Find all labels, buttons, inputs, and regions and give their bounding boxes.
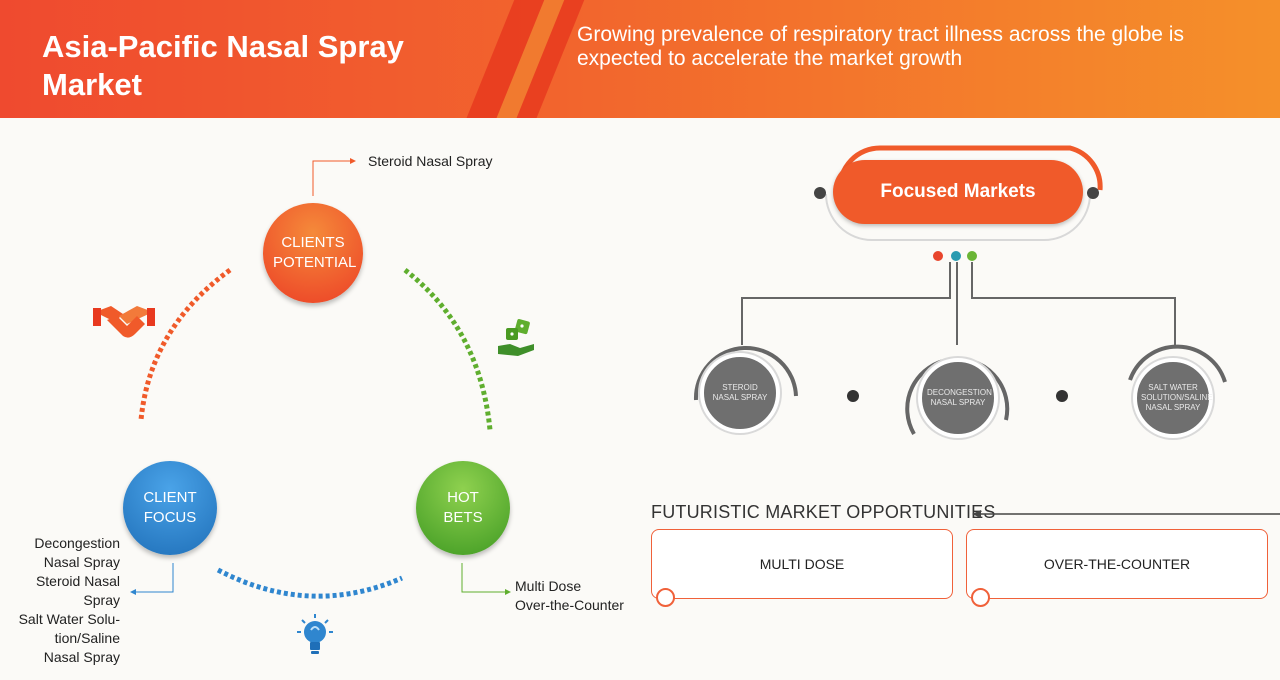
- connector-focus: [136, 563, 174, 593]
- client-focus-item: Salt Water Solu-: [18, 611, 120, 627]
- indicator-dot-green: [967, 251, 977, 261]
- client-focus-item: tion/Saline: [54, 630, 120, 646]
- focused-markets-button: Focused Markets: [833, 160, 1083, 224]
- box-ring: [656, 588, 675, 607]
- arc-bottom: [216, 567, 403, 599]
- segment-label: SALT WATER SOLUTION/SALINE NASAL SPRAY: [1141, 383, 1213, 412]
- client-focus-item: Spray: [83, 592, 120, 608]
- client-focus-item: Nasal Spray: [43, 554, 120, 570]
- client-focus-circle: CLIENT FOCUS: [123, 461, 217, 555]
- connector-hotbets: [461, 563, 505, 593]
- lightbulb-icon: [297, 614, 333, 654]
- handshake-icon: [93, 306, 155, 338]
- clients-potential-label: CLIENTS POTENTIAL: [273, 234, 357, 271]
- clients-potential-item: Steroid Nasal Spray: [368, 153, 493, 169]
- hot-bets-items: Multi Dose Over-the-Counter: [515, 577, 624, 615]
- client-focus-items: Decongestion Nasal Spray Steroid Nasal S…: [0, 534, 120, 667]
- futuristic-title: FUTURISTIC MARKET OPPORTUNITIES: [651, 502, 996, 522]
- client-focus-item: Steroid Nasal: [35, 573, 120, 589]
- cycle-connectors: [130, 158, 511, 599]
- page-subtitle: Growing prevalence of respiratory tract …: [577, 23, 1184, 70]
- opportunity-box-otc: OVER-THE-COUNTER: [966, 529, 1268, 607]
- connector-clients: [312, 160, 350, 196]
- segment-decongestion: DECONGESTION NASAL SPRAY: [918, 358, 998, 438]
- segment-label: STEROID NASAL SPRAY: [712, 383, 768, 402]
- hot-bets-item: Multi Dose: [515, 578, 582, 594]
- client-focus-label: CLIENT FOCUS: [143, 489, 197, 526]
- arc-left: [138, 267, 232, 421]
- opportunity-label: OVER-THE-COUNTER: [1043, 556, 1191, 572]
- page-title: Asia-Pacific Nasal Spray Market: [42, 29, 404, 102]
- client-focus-item: Nasal Spray: [43, 649, 120, 665]
- client-focus-item: Decongestion: [34, 535, 120, 551]
- box-ring: [971, 588, 990, 607]
- hot-bets-circle: HOT BETS: [416, 461, 510, 555]
- hot-bets-label: HOT BETS: [443, 489, 483, 526]
- dice-hand-icon: [498, 319, 534, 356]
- opportunity-label: MULTI DOSE: [759, 556, 845, 572]
- arc-right: [403, 268, 493, 431]
- futuristic-arrow: [972, 510, 1280, 518]
- indicator-dot-red: [933, 251, 943, 261]
- indicator-dot-teal: [951, 251, 961, 261]
- clients-potential-circle: CLIENTS POTENTIAL: [263, 203, 363, 303]
- segment-label: DECONGESTION NASAL SPRAY: [927, 388, 992, 407]
- header-banner: Asia-Pacific Nasal Spray Market Growing …: [0, 0, 1280, 118]
- segment-steroid: STEROID NASAL SPRAY: [700, 353, 780, 433]
- hot-bets-item: Over-the-Counter: [515, 597, 624, 613]
- segment-saline: SALT WATER SOLUTION/SALINE NASAL SPRAY: [1133, 358, 1213, 438]
- opportunity-box-multidose: MULTI DOSE: [651, 529, 953, 607]
